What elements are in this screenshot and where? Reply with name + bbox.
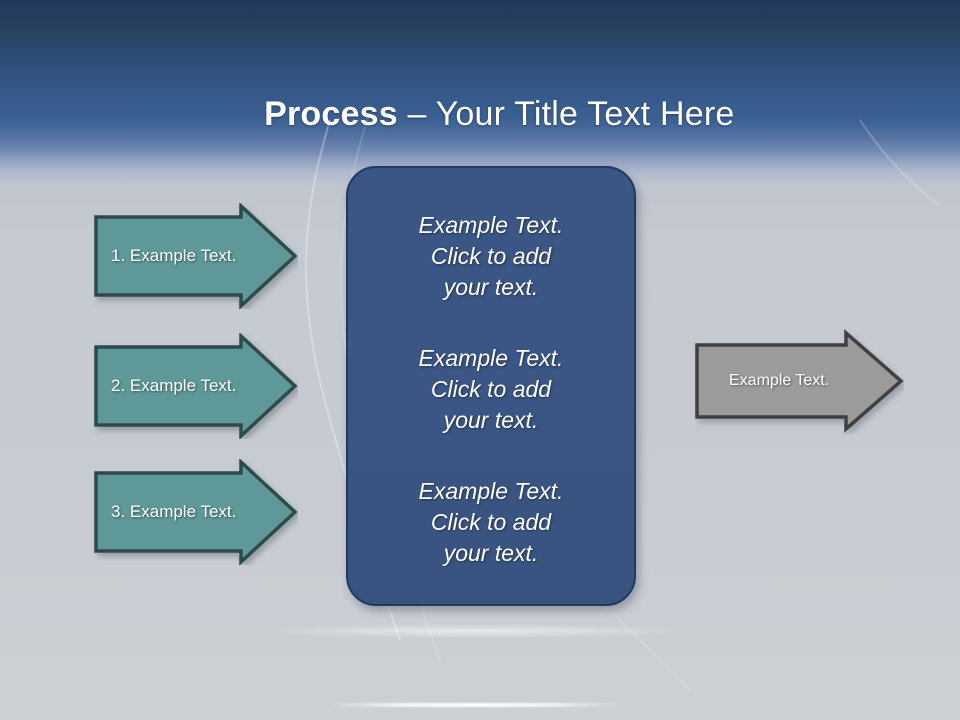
center-box-text-block-2: Example Text. Click to add your text.: [418, 344, 564, 433]
process-step-arrow-2-label: 2. Example Text.: [111, 376, 237, 395]
process-output-arrow[interactable]: Example Text.: [694, 328, 904, 434]
process-output-arrow-label: Example Text.: [729, 372, 830, 389]
title-rest: – Your Title Text Here: [397, 95, 735, 133]
center-box-text-block-3: Example Text. Click to add your text.: [418, 477, 564, 566]
slide-title: Process – Your Title Text Here: [0, 48, 960, 180]
process-step-arrow-3[interactable]: 3. Example Text.: [93, 459, 298, 565]
right-arrow-icon: [94, 459, 298, 565]
right-arrow-icon: [695, 329, 904, 433]
process-step-arrow-1-label: 1. Example Text.: [111, 246, 237, 265]
process-center-box[interactable]: Example Text. Click to add your text. Ex…: [346, 166, 636, 606]
process-step-arrow-2[interactable]: 2. Example Text.: [93, 333, 298, 439]
bottom-glow-decoration: [260, 624, 690, 638]
process-step-arrow-3-label: 3. Example Text.: [111, 502, 237, 521]
bottom-light-streak: [330, 703, 620, 707]
title-bold-part: Process: [264, 95, 398, 133]
right-arrow-icon: [94, 203, 298, 309]
right-arrow-icon: [94, 333, 298, 439]
center-box-text-block-1: Example Text. Click to add your text.: [418, 211, 564, 300]
process-step-arrow-1[interactable]: 1. Example Text.: [93, 203, 298, 309]
